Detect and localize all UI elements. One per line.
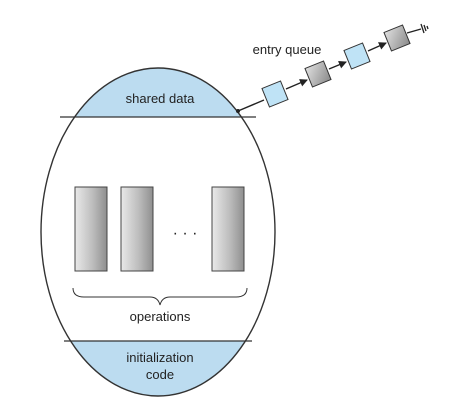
entry-queue: entry queue: [236, 23, 429, 113]
operation-block-1: [74, 186, 108, 272]
ground-icon: [406, 23, 429, 34]
operations-label: operations: [130, 309, 191, 324]
queue-arrow-3: [367, 42, 387, 52]
queue-arrow-1: [285, 79, 308, 90]
monitor: shared data · · · operations initializat…: [40, 67, 276, 397]
operations-brace: [72, 287, 248, 306]
queue-arrow-2: [328, 60, 347, 70]
operation-block-3: [211, 186, 245, 272]
queue-process-3: [343, 42, 371, 70]
shared-data-label: shared data: [126, 91, 195, 106]
queue-process-1: [261, 80, 289, 108]
operation-block-2: [120, 186, 154, 272]
initialization-label-line2: code: [146, 367, 174, 382]
operations-ellipsis: · · ·: [173, 225, 198, 242]
monitor-outline: [40, 67, 276, 397]
queue-process-2: [304, 60, 332, 88]
initialization-label-line1: initialization: [126, 350, 193, 365]
queue-connector: [237, 99, 265, 112]
queue-process-4: [383, 24, 411, 52]
entry-queue-label: entry queue: [253, 42, 322, 57]
